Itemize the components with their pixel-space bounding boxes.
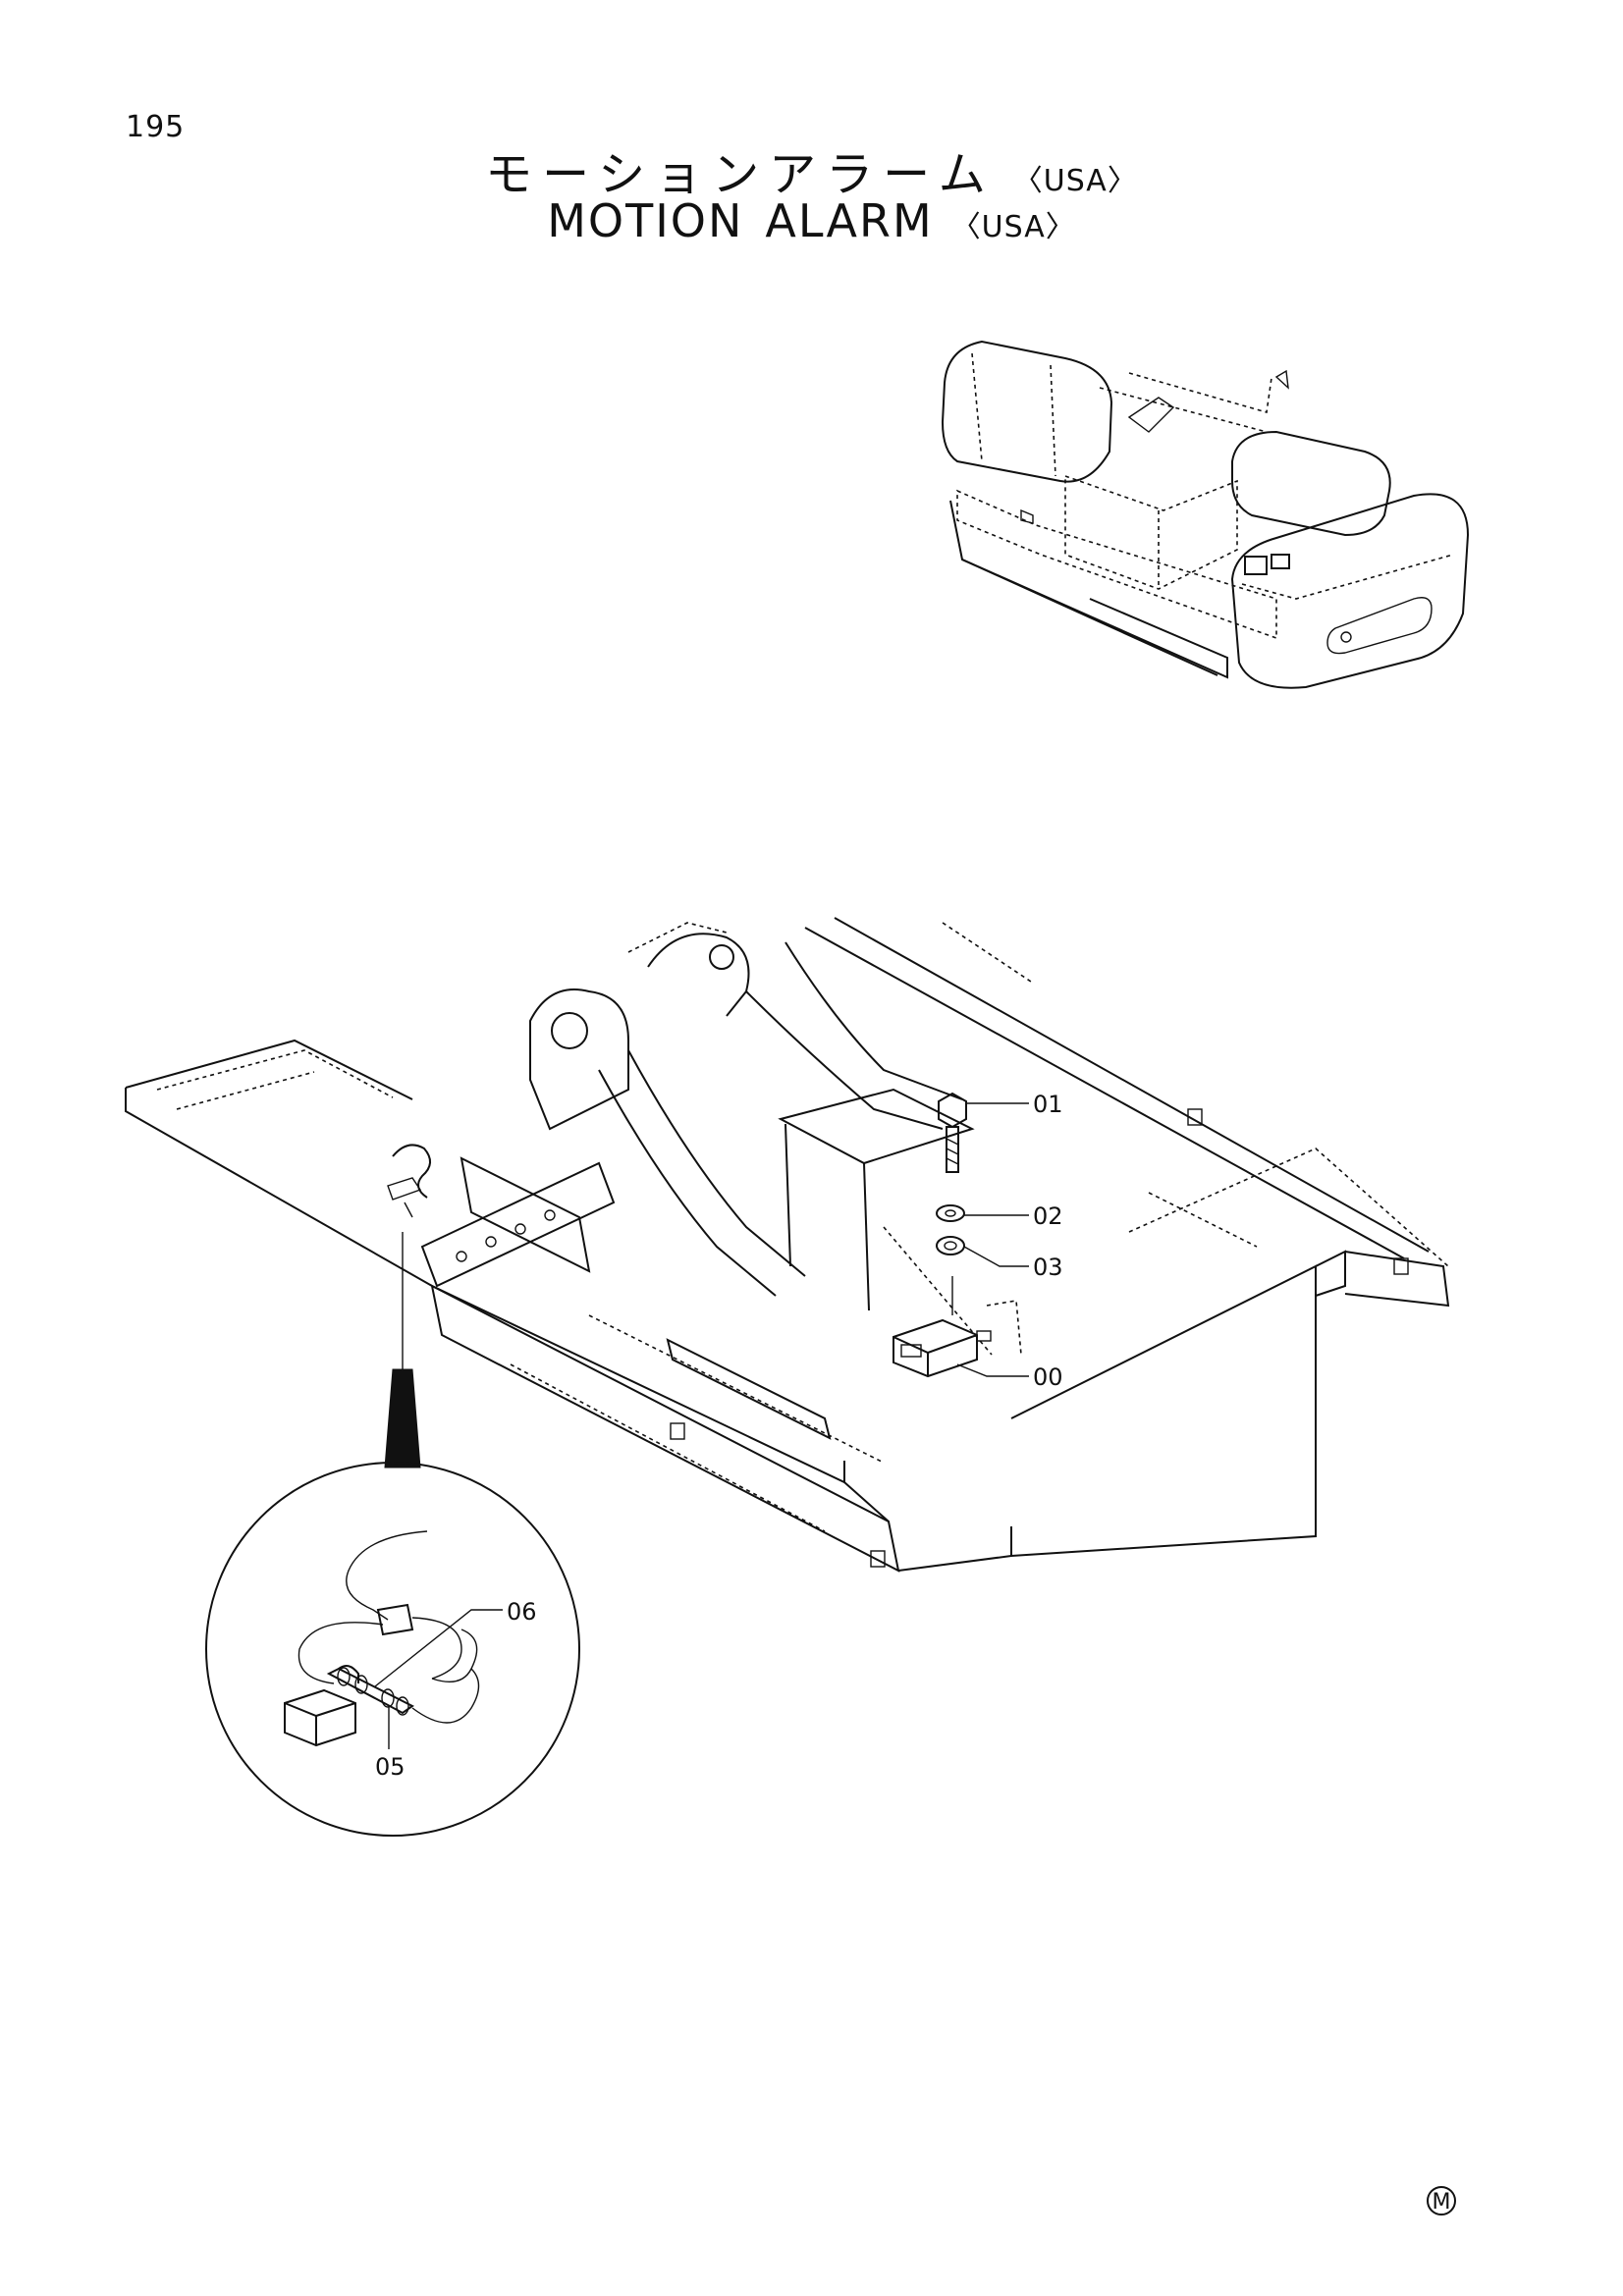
callout-01: 01 bbox=[1033, 1091, 1063, 1118]
machine-overview-illustration bbox=[941, 340, 1470, 689]
page-number: 195 bbox=[126, 110, 186, 144]
alarm-mounting-parts bbox=[893, 1092, 1022, 1378]
title-english-word-2: ALARM bbox=[765, 194, 934, 247]
callout-02: 02 bbox=[1033, 1202, 1063, 1230]
callout-03: 03 bbox=[1033, 1254, 1063, 1281]
detail-pointer-wedge bbox=[384, 1368, 421, 1468]
upperstructure-frame-illustration: 01 02 03 00 bbox=[125, 917, 1450, 1573]
page-title-japanese: モーションアラーム〈USA〉 bbox=[0, 135, 1623, 204]
callout-06: 06 bbox=[507, 1598, 537, 1626]
page-title-english: MOTION ALARM 〈USA〉 bbox=[0, 194, 1623, 247]
callout-00: 00 bbox=[1033, 1363, 1063, 1391]
callout-05: 05 bbox=[375, 1753, 406, 1781]
title-english-word-1: MOTION bbox=[547, 194, 744, 247]
title-japanese-region-tag: 〈USA〉 bbox=[1012, 164, 1138, 198]
circled-m-letter: M bbox=[1433, 2190, 1451, 2215]
title-english-region-tag: 〈USA〉 bbox=[950, 210, 1076, 244]
circled-m-mark: M bbox=[1427, 2186, 1456, 2216]
detail-view-harness: 06 05 bbox=[205, 1462, 580, 1837]
title-japanese-text: モーションアラーム bbox=[485, 147, 996, 202]
